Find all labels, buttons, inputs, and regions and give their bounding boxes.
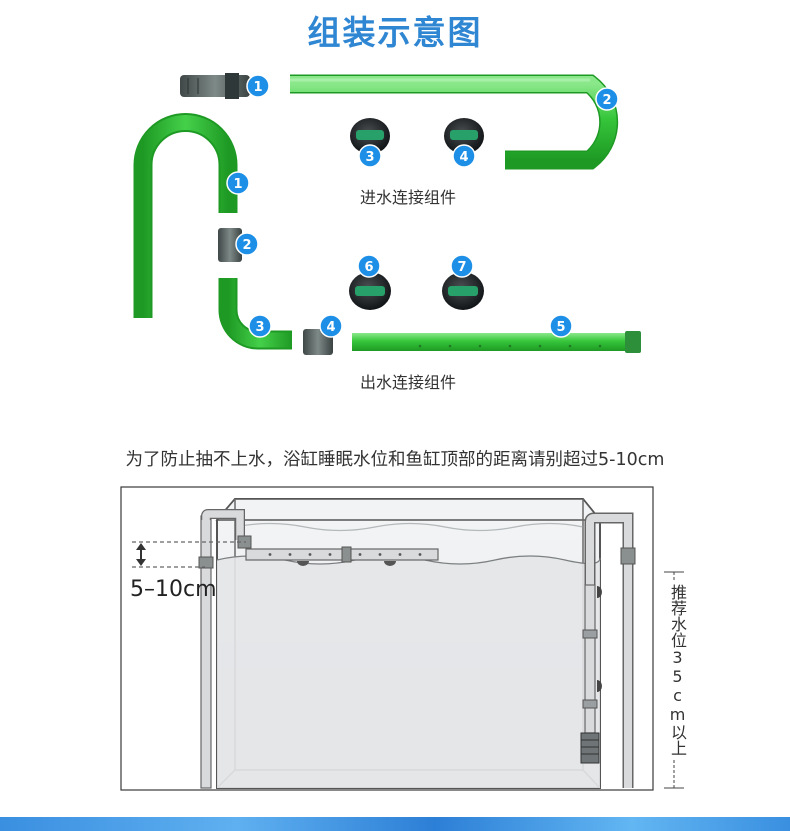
svg-text:3: 3 xyxy=(365,150,374,165)
water-surface xyxy=(217,556,600,788)
svg-text:3: 3 xyxy=(255,320,264,335)
svg-text:2: 2 xyxy=(602,93,611,108)
tank-inlet-pipe xyxy=(198,509,252,789)
outlet-j-pipe xyxy=(133,113,238,318)
footer-banner xyxy=(0,817,790,831)
badge-inlet-2: 2 xyxy=(595,87,619,111)
outlet-connector xyxy=(218,228,242,262)
svg-text:4: 4 xyxy=(459,150,468,165)
inlet-j-pipe xyxy=(290,74,619,170)
svg-text:1: 1 xyxy=(253,80,262,95)
badge-outlet-3: 3 xyxy=(248,314,272,338)
inlet-strainer xyxy=(180,73,250,99)
svg-text:6: 6 xyxy=(364,260,373,275)
badge-outlet-6: 6 xyxy=(357,254,381,278)
svg-text:1: 1 xyxy=(233,177,242,192)
outlet-caption: 出水连接组件 xyxy=(360,373,457,392)
water-level-notice: 为了防止抽不上水，浴缸睡眠水位和鱼缸顶部的距离请别超过5-10cm xyxy=(125,450,665,470)
page-title: 组装示意图 xyxy=(307,13,483,52)
tank-outlet-pipe xyxy=(580,512,636,788)
badge-outlet-1: 1 xyxy=(226,171,250,195)
svg-text:2: 2 xyxy=(242,238,251,253)
svg-text:4: 4 xyxy=(326,320,335,335)
badge-inlet-1: 1 xyxy=(246,74,270,98)
suction-cup-4 xyxy=(444,118,484,154)
suction-cup-7 xyxy=(442,272,484,310)
recommended-level-marker xyxy=(664,571,684,789)
gap-range-label: 5–10cm xyxy=(130,577,217,602)
inlet-caption: 进水连接组件 xyxy=(360,188,457,207)
svg-text:5: 5 xyxy=(556,320,565,335)
badge-outlet-2: 2 xyxy=(235,232,259,256)
badge-inlet-4: 4 xyxy=(452,144,476,168)
tank-spray-bar xyxy=(245,546,439,566)
diagram-frame xyxy=(120,486,654,791)
outlet-spray-bar xyxy=(352,331,641,353)
suction-cup-6 xyxy=(349,272,391,310)
suction-cup-3 xyxy=(350,118,390,154)
water-gap-indicator xyxy=(132,541,246,568)
badge-outlet-7: 7 xyxy=(450,254,474,278)
badge-outlet-4: 4 xyxy=(319,314,343,338)
badge-inlet-3: 3 xyxy=(358,144,382,168)
badge-outlet-5: 5 xyxy=(549,314,573,338)
recommended-level-label: 推荐水位35cm以上 xyxy=(668,584,687,756)
svg-text:7: 7 xyxy=(457,260,466,275)
